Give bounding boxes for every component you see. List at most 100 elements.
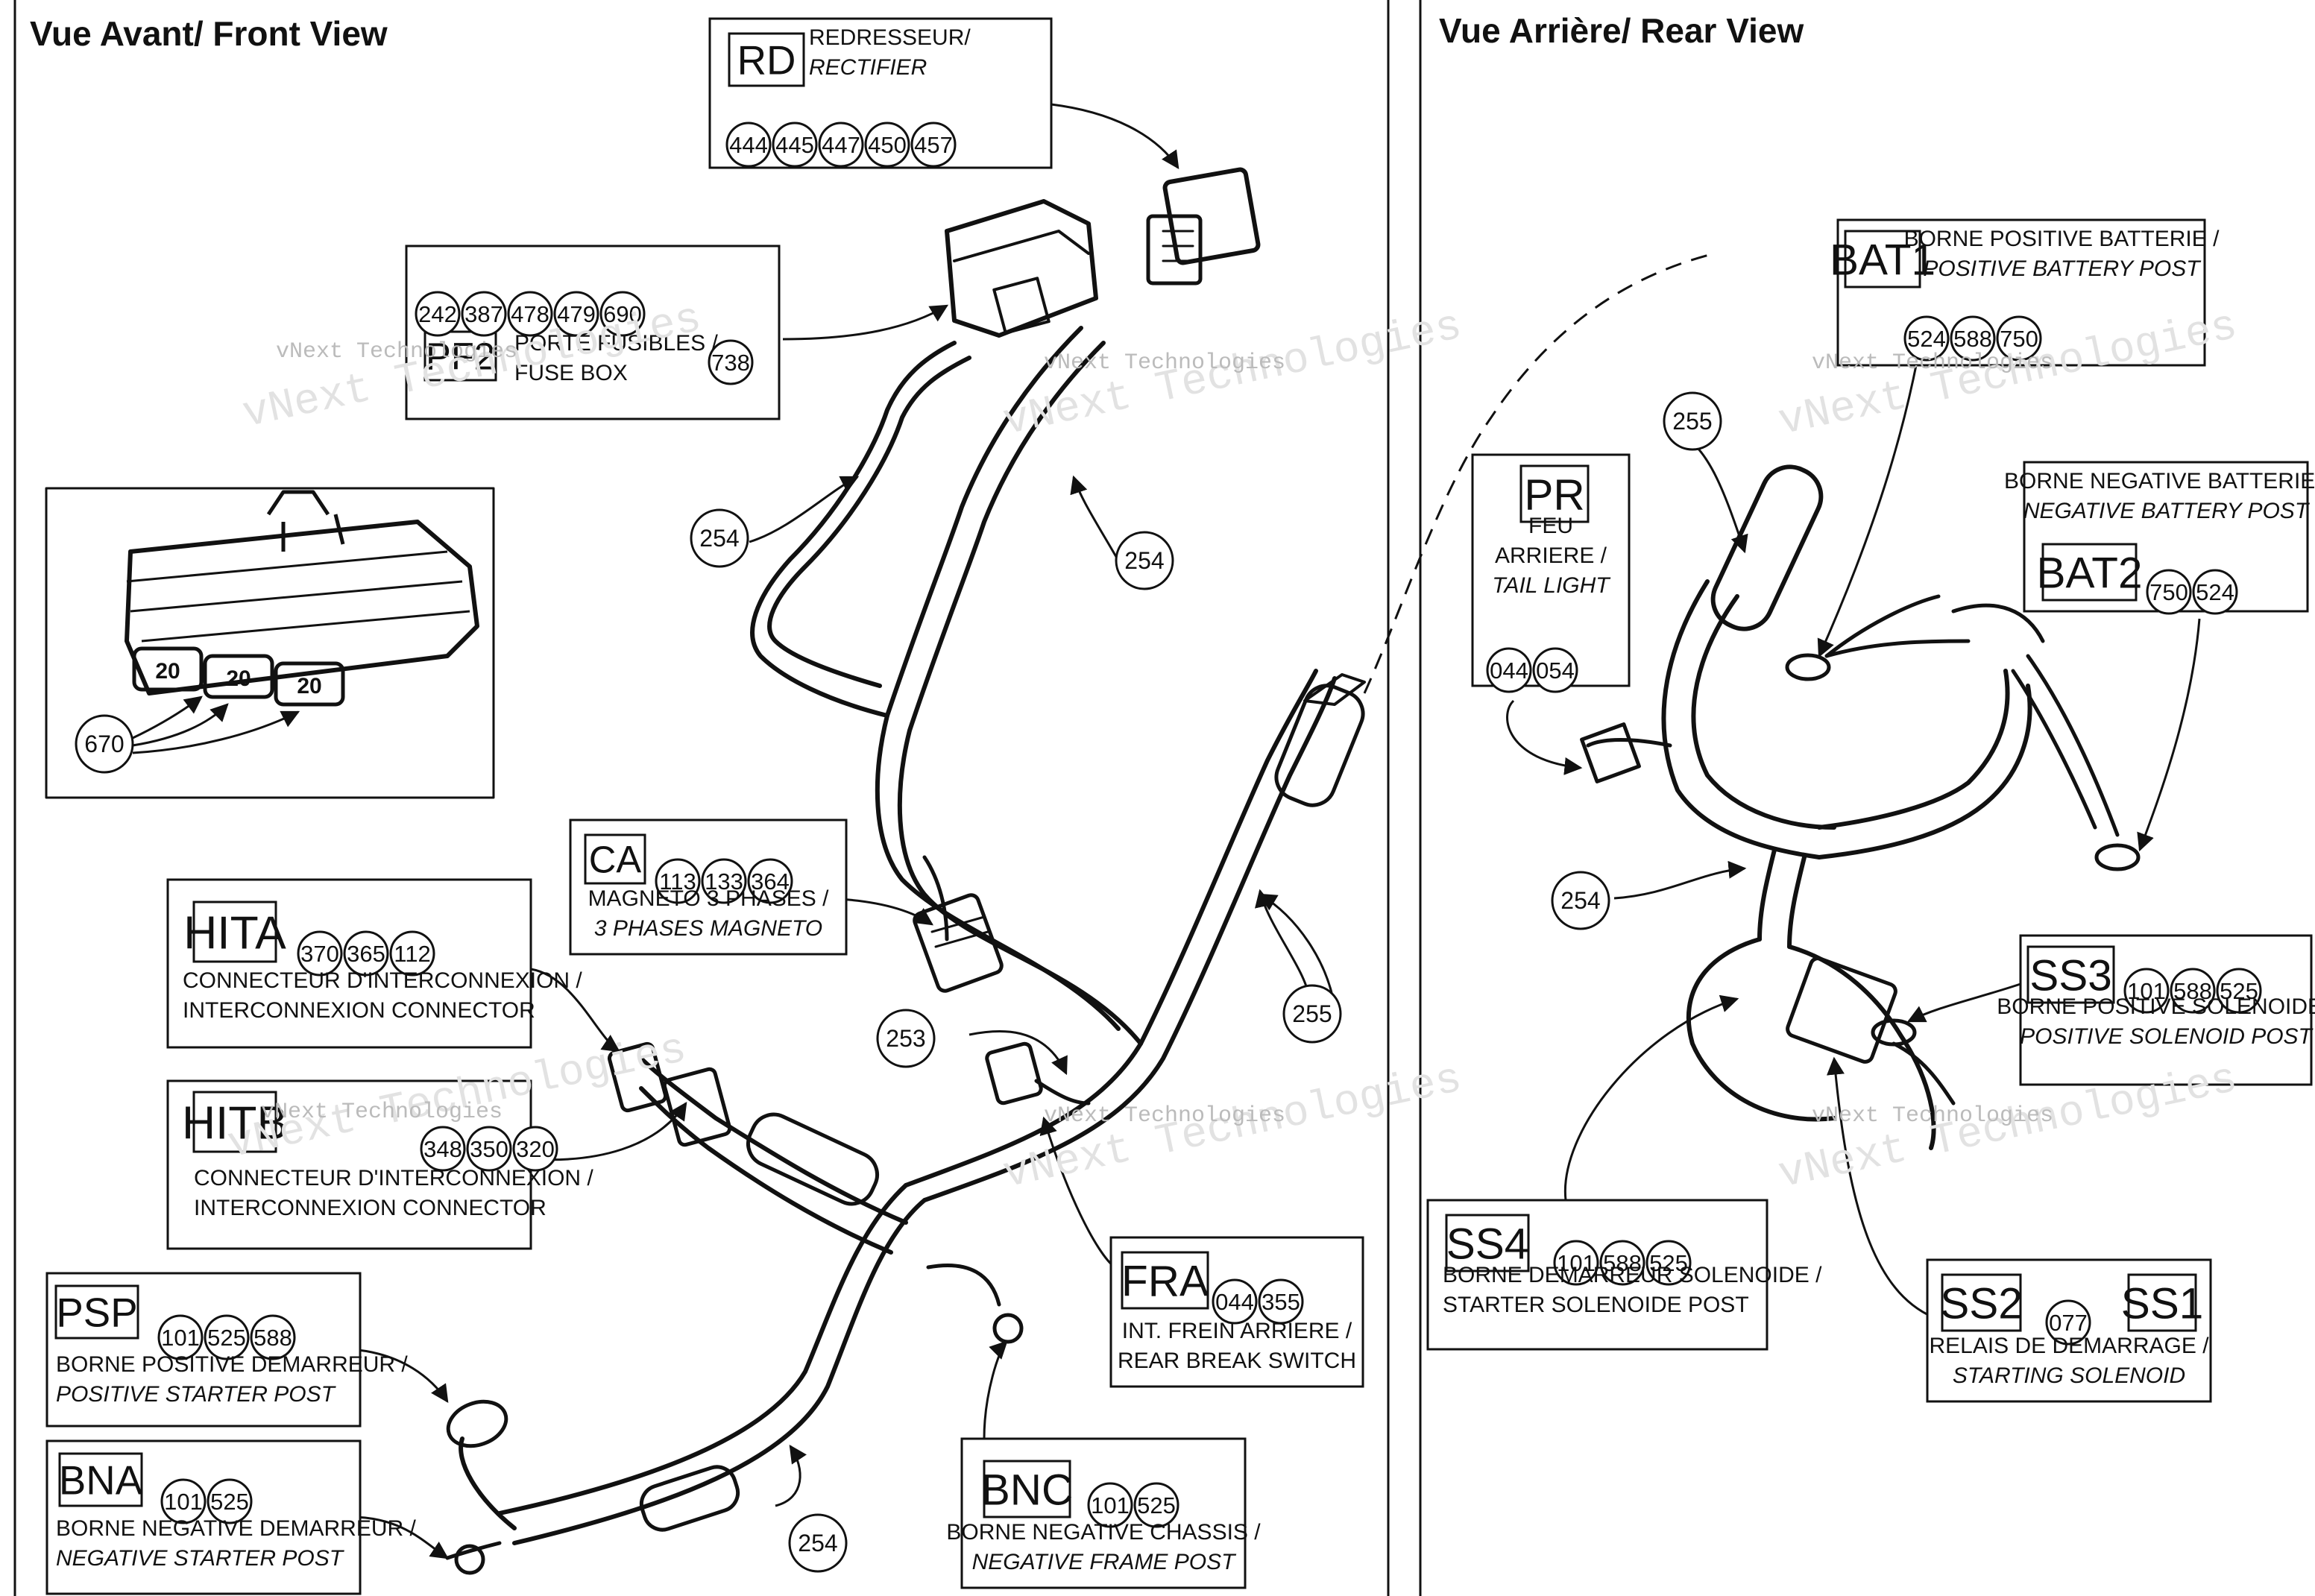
component-code: RD	[737, 38, 796, 83]
component-code: PF2	[426, 335, 495, 378]
part-number: 320	[516, 1136, 555, 1162]
part-number-circle	[708, 339, 754, 385]
part-number: 588	[1603, 1250, 1642, 1276]
part-number: 387	[464, 301, 503, 327]
code-box	[1121, 1251, 1209, 1310]
part-number: 478	[511, 301, 549, 327]
label-text: CONNECTEUR D'INTERCONNEXION /	[194, 1166, 593, 1190]
part-number: 524	[1907, 326, 1946, 352]
part-number: 750	[2149, 579, 2188, 605]
part-number-circle	[1996, 315, 2042, 362]
code-box	[1445, 1214, 1530, 1272]
part-number: 101	[1557, 1250, 1596, 1276]
code-box	[2041, 543, 2138, 602]
part-number: 133	[705, 868, 743, 895]
part-number-circle	[466, 1126, 512, 1172]
part-number-circle	[1903, 315, 1950, 362]
component-code: FRA	[1121, 1258, 1209, 1306]
part-number-circle	[415, 291, 461, 337]
component-code: HITA	[183, 907, 286, 959]
part-number: 457	[914, 132, 953, 158]
callout-circle	[1115, 531, 1174, 590]
code-box	[983, 1460, 1071, 1518]
part-number: 524	[2196, 579, 2234, 605]
part-number-circle	[461, 291, 507, 337]
label-text: BORNE POSITIVE SOLENOIDE /	[1997, 994, 2315, 1019]
code-box	[54, 1284, 139, 1340]
label-text: NEGATIVE STARTER POST	[56, 1546, 345, 1571]
part-number-circle	[1599, 1240, 1645, 1286]
component-code: SS2	[1940, 1280, 2023, 1328]
front-harness	[445, 167, 1366, 1575]
part-number-circle	[250, 1314, 296, 1360]
label-text: TAIL LIGHT	[1492, 573, 1611, 598]
part-number-circle	[507, 291, 553, 337]
part-number-circle	[2192, 569, 2238, 615]
cross-view-dashed-line	[1363, 252, 1716, 694]
fuse-value: 20	[226, 666, 251, 691]
callout-number: 670	[84, 731, 124, 757]
part-number-circle	[2146, 569, 2192, 615]
callout-number: 254	[798, 1530, 837, 1556]
part-number: 101	[161, 1325, 200, 1351]
callout-number: 254	[1560, 887, 1600, 914]
part-number-circle	[1258, 1278, 1304, 1325]
part-number: 525	[1137, 1492, 1176, 1518]
part-number-circle	[818, 122, 864, 168]
label-text: MAGNETO 3 PHASES /	[588, 886, 830, 911]
part-number: 370	[300, 941, 339, 967]
part-number: 365	[347, 941, 385, 967]
part-number-circle	[725, 122, 772, 168]
part-number: 525	[2220, 978, 2258, 1004]
label-text: BORNE DEMARREUR SOLENOIDE /	[1443, 1263, 1822, 1287]
part-number: 113	[659, 868, 696, 895]
code-box	[1519, 464, 1590, 523]
label-text: RECTIFIER	[809, 55, 927, 80]
part-number: 350	[470, 1136, 508, 1162]
part-number-circle	[910, 122, 957, 168]
label-text: BORNE POSITIVE BATTERIE /	[1904, 227, 2220, 251]
part-number-circle	[420, 1126, 466, 1172]
part-number-circle	[1486, 647, 1532, 693]
callout-number: 254	[699, 525, 739, 552]
component-code: HITB	[182, 1097, 288, 1149]
part-number-circle	[2216, 968, 2262, 1014]
callout-number: 254	[1124, 547, 1164, 574]
callout-number: 253	[886, 1025, 925, 1052]
fuse-value: 20	[155, 659, 180, 684]
label-text: INTERCONNEXION CONNECTOR	[194, 1196, 547, 1220]
part-number-circle	[157, 1314, 204, 1360]
part-number: 077	[2049, 1310, 2088, 1336]
label-text: INTERCONNEXION CONNECTOR	[183, 998, 535, 1023]
callout-circle	[1282, 984, 1342, 1044]
front-view-title: Vue Avant/ Front View	[30, 14, 388, 53]
part-number-circle	[701, 858, 747, 904]
part-number: 044	[1215, 1289, 1254, 1315]
label-text: CONNECTEUR D'INTERCONNEXION /	[183, 968, 582, 993]
part-number: 101	[1091, 1492, 1130, 1518]
label-text: BORNE NEGATIVE DEMARREUR /	[56, 1516, 417, 1541]
callout-circle	[690, 508, 749, 568]
part-number-circle	[343, 930, 389, 977]
part-number: 112	[394, 941, 430, 967]
callout-circle	[876, 1009, 936, 1068]
part-number: 750	[2000, 326, 2038, 352]
label-text: 3 PHASES MAGNETO	[594, 916, 822, 941]
component-code: BAT2	[2037, 549, 2143, 598]
part-number: 525	[207, 1325, 246, 1351]
part-number-circle	[655, 858, 701, 904]
label-text: POSITIVE BATTERY POST	[1923, 256, 2202, 281]
